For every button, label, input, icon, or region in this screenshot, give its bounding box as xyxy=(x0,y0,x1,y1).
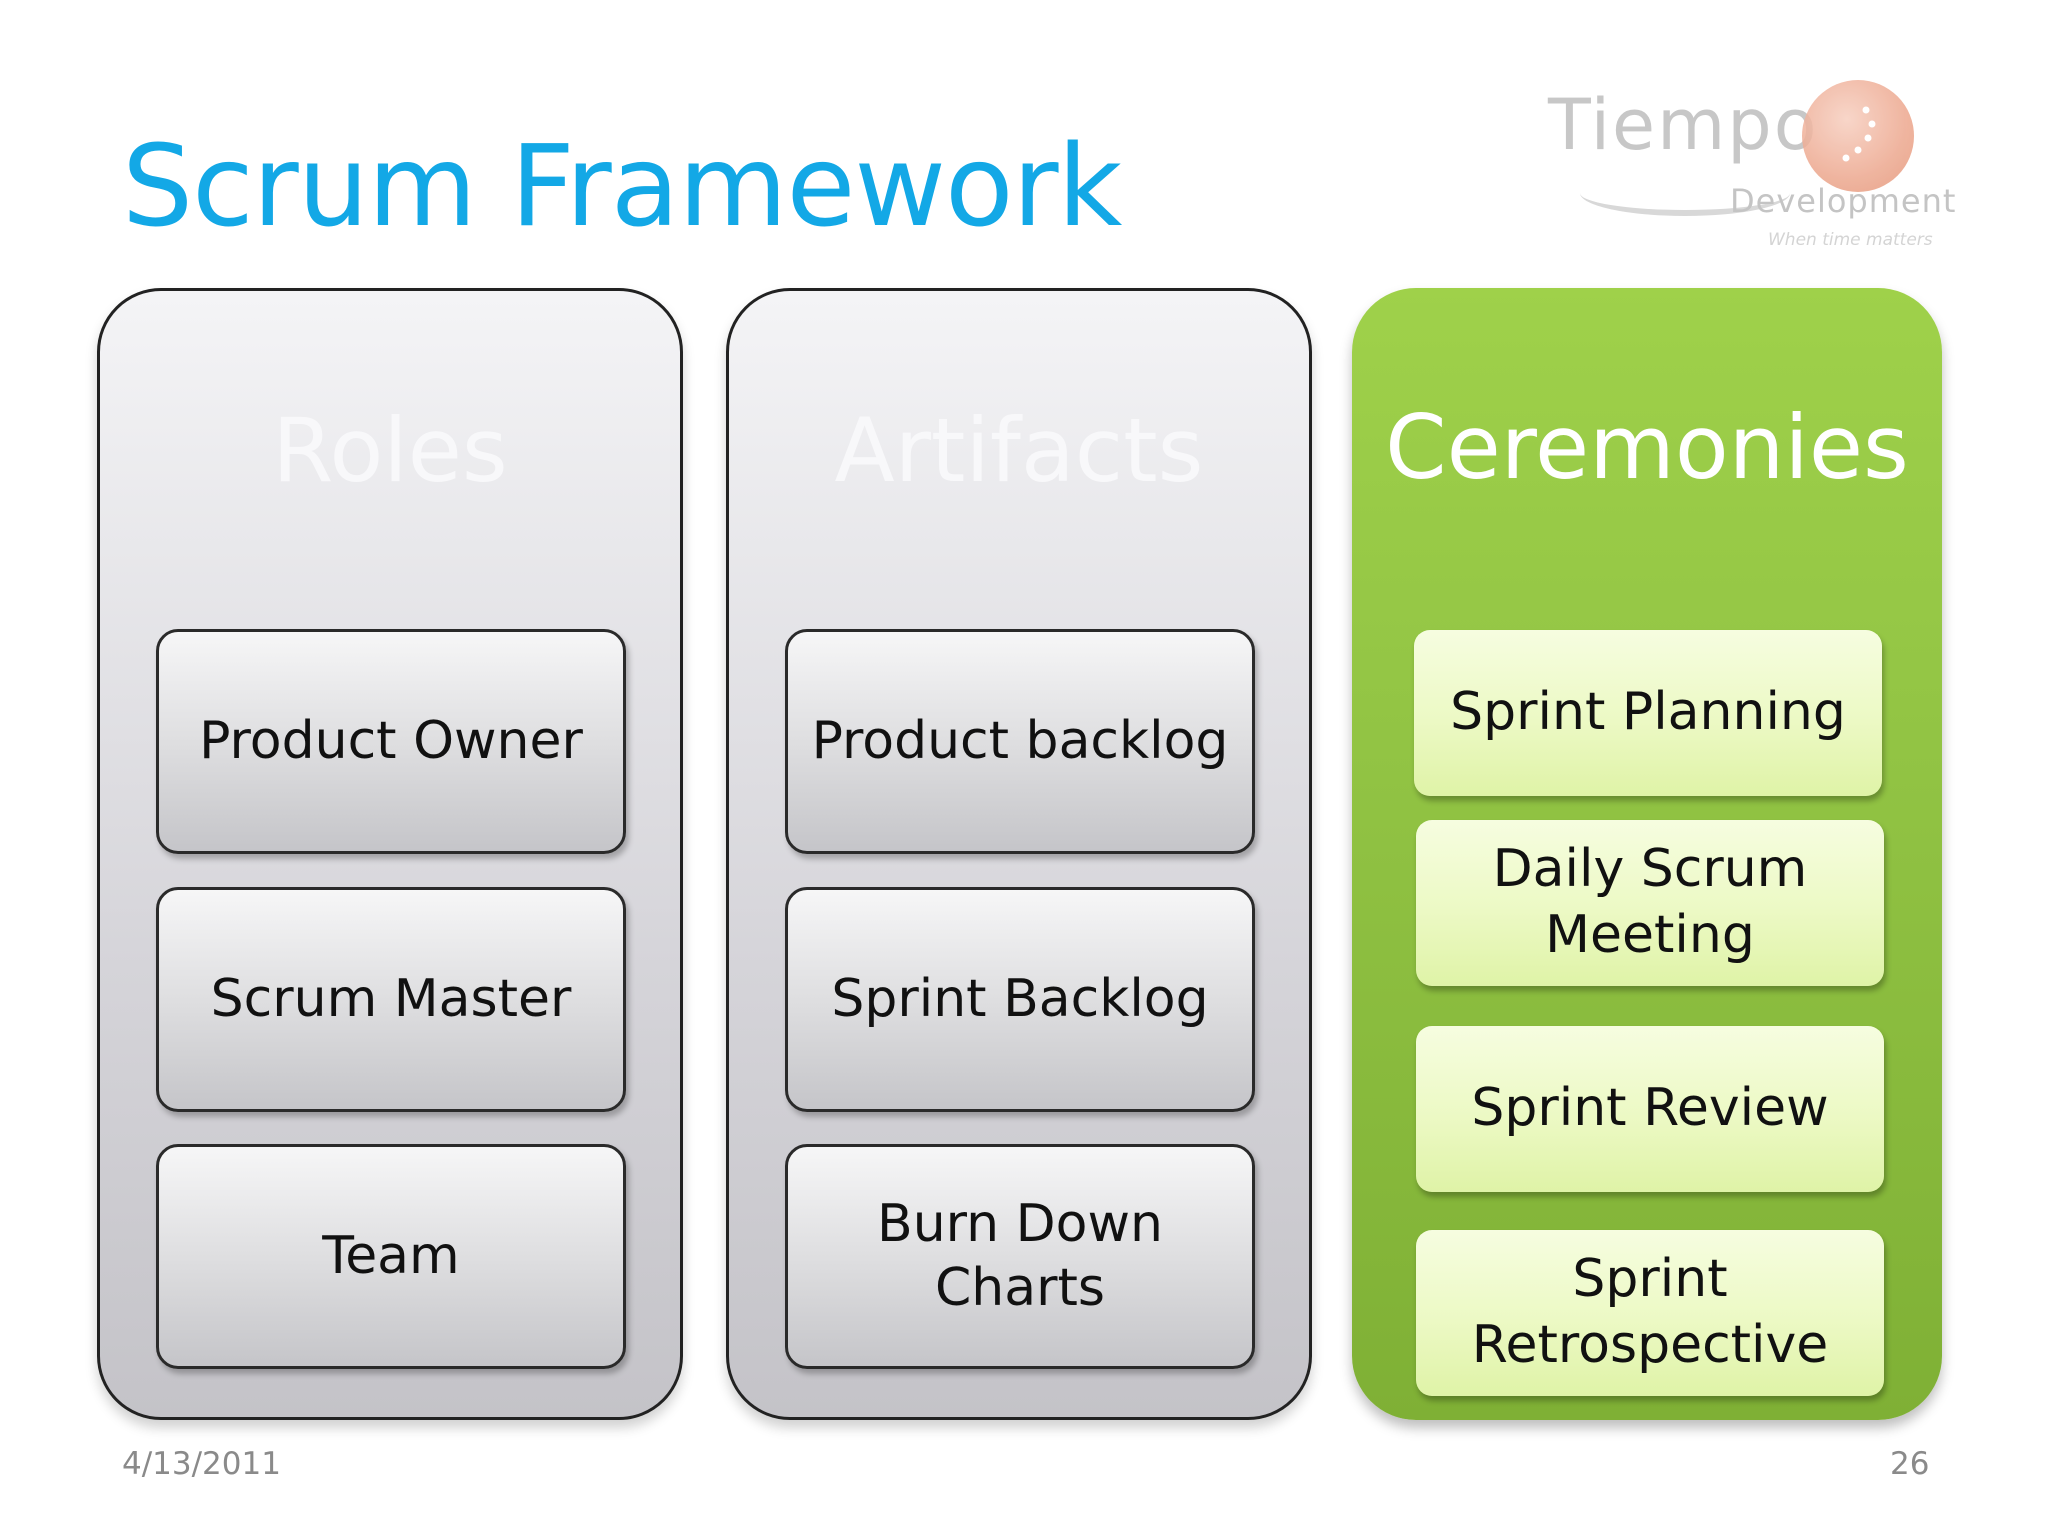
artifact-sprint-backlog: Sprint Backlog xyxy=(785,887,1255,1112)
artifacts-panel: Artifacts Product backlog Sprint Backlog… xyxy=(726,288,1312,1420)
ceremony-daily-scrum-meeting: Daily Scrum Meeting xyxy=(1416,820,1884,986)
logo-swoosh xyxy=(1580,170,1790,216)
artifacts-title: Artifacts xyxy=(834,399,1204,502)
logo-wordmark: Tiempo xyxy=(1548,84,1819,166)
ceremony-sprint-review: Sprint Review xyxy=(1416,1026,1884,1192)
artifact-product-backlog: Product backlog xyxy=(785,629,1255,854)
role-product-owner: Product Owner xyxy=(156,629,626,854)
slide-page-number: 26 xyxy=(1890,1446,1930,1482)
company-logo: Tiempo Development When time matters xyxy=(1540,74,1960,264)
logo-subtitle: Development xyxy=(1730,182,1957,220)
role-team: Team xyxy=(156,1144,626,1369)
clock-icon xyxy=(1802,80,1914,192)
slide-title: Scrum Framework xyxy=(122,122,1122,252)
ceremony-sprint-retrospective: Sprint Retrospective xyxy=(1416,1230,1884,1396)
artifact-burn-down-charts: Burn Down Charts xyxy=(785,1144,1255,1369)
ceremonies-panel: Ceremonies Sprint Planning Daily Scrum M… xyxy=(1352,288,1942,1420)
roles-title: Roles xyxy=(272,399,508,502)
ceremonies-title: Ceremonies xyxy=(1385,396,1909,499)
ceremony-sprint-planning: Sprint Planning xyxy=(1414,630,1882,796)
roles-panel: Roles Product Owner Scrum Master Team xyxy=(97,288,683,1420)
role-scrum-master: Scrum Master xyxy=(156,887,626,1112)
logo-tagline: When time matters xyxy=(1768,230,1933,250)
slide-date: 4/13/2011 xyxy=(122,1446,281,1482)
